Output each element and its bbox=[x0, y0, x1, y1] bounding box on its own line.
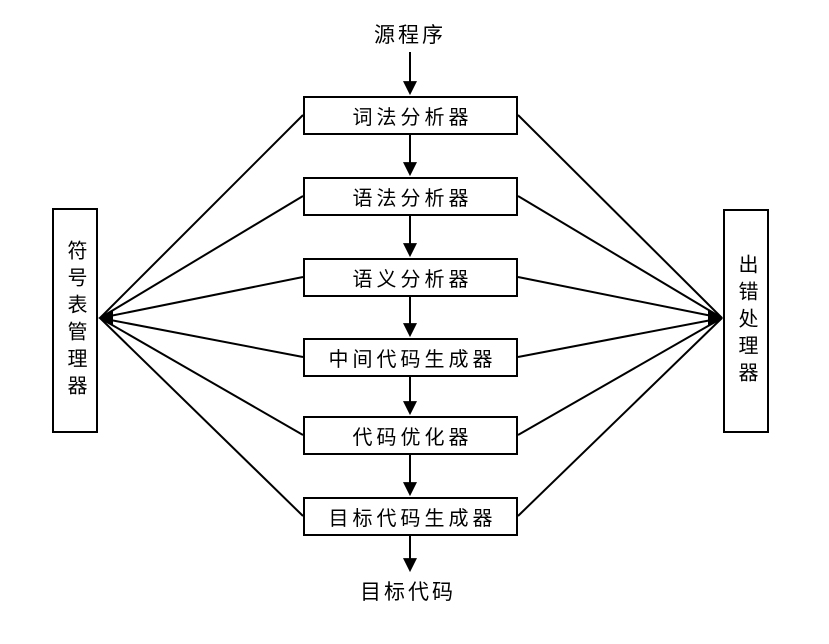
target-code-label: 目标代码 bbox=[360, 580, 456, 604]
source-program-label: 源程序 bbox=[374, 23, 446, 47]
right-arrowhead bbox=[708, 310, 723, 326]
stage-box-lexical-analyzer: 词法分析器 bbox=[303, 96, 518, 135]
symbol-table-manager-box: 符号表管理器 bbox=[52, 208, 98, 433]
stage-box-intermediate-code-generator: 中间代码生成器 bbox=[303, 338, 518, 377]
error-handler-box: 出错处理器 bbox=[723, 209, 769, 433]
stage-box-target-code-generator: 目标代码生成器 bbox=[303, 497, 518, 536]
error-handler-label: 出错处理器 bbox=[735, 253, 757, 389]
fan-lines-left bbox=[99, 114, 304, 517]
left-arrowhead bbox=[98, 310, 113, 326]
fan-lines-right bbox=[517, 114, 723, 517]
symbol-table-manager-label: 符号表管理器 bbox=[64, 239, 86, 402]
stage-box-semantic-analyzer: 语义分析器 bbox=[303, 258, 518, 297]
stage-box-syntax-analyzer: 语法分析器 bbox=[303, 177, 518, 216]
stage-box-code-optimizer: 代码优化器 bbox=[303, 416, 518, 455]
